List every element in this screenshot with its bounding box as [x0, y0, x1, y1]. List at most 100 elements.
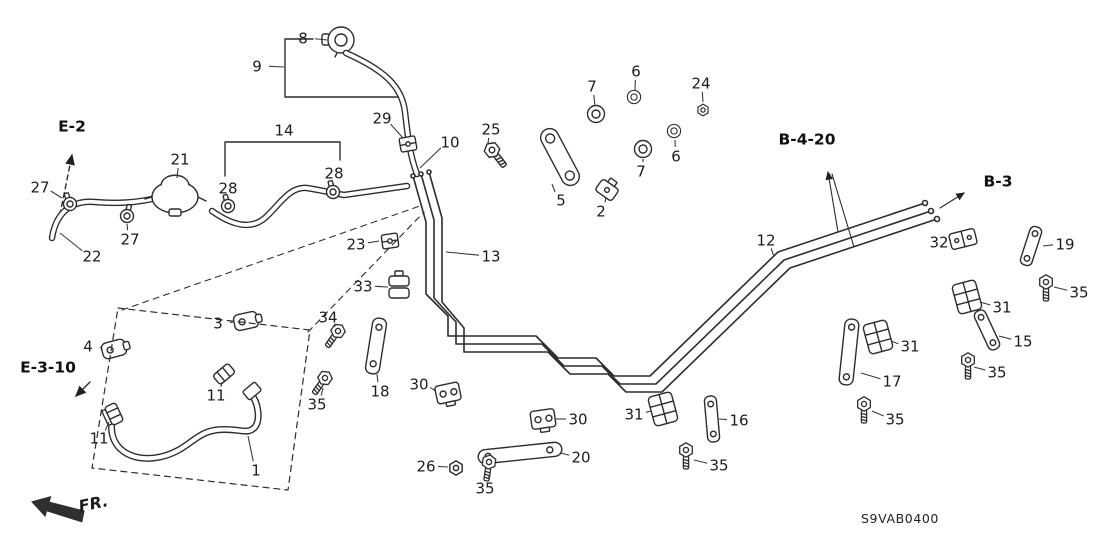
leader-line [693, 459, 708, 464]
part-number-label: 35 [1069, 284, 1088, 302]
part-number-label: 10 [440, 134, 459, 152]
leader-line [487, 137, 490, 145]
part-number-label: 25 [481, 121, 500, 139]
part-number-label: 31 [900, 338, 919, 356]
bracket-18 [364, 317, 388, 375]
part-number-label: 27 [120, 231, 139, 249]
ref-label-e-2: E-2 [58, 118, 86, 136]
bracket-15 [973, 309, 1001, 351]
leader-line [604, 196, 607, 203]
clamp-31-c [950, 278, 984, 316]
leader-line [390, 123, 404, 139]
link-5 [539, 127, 581, 187]
part-number-label: 3 [213, 315, 223, 333]
leader-line [860, 372, 881, 380]
clamp-30-b [529, 407, 558, 435]
clamp-33 [388, 270, 410, 299]
leader-line [890, 340, 899, 345]
part-number-label: 8 [298, 30, 308, 48]
part-number-label: 16 [729, 412, 748, 430]
part-number-label: 4 [83, 338, 93, 356]
hose-22 [48, 195, 156, 242]
leader-line [551, 183, 556, 193]
part-number-label: 2 [596, 203, 606, 221]
leader-line [367, 240, 380, 244]
leader-line [374, 285, 389, 288]
grommet-6-a [626, 89, 642, 105]
bracket-9-line [284, 38, 401, 98]
part-number-label: 28 [324, 165, 343, 183]
leader-line [979, 301, 991, 306]
leader-line [104, 421, 110, 431]
bolt-35-f [1038, 274, 1054, 302]
leader-line [1053, 286, 1068, 291]
clamp-3 [231, 309, 265, 333]
part-number-label: 7 [587, 78, 597, 96]
part-number-label: 29 [372, 110, 391, 128]
clamp-32 [948, 228, 978, 250]
leader-lines [50, 38, 1068, 480]
part-number-label: 17 [882, 373, 901, 391]
part-number-label: 35 [885, 411, 904, 429]
leader-line [247, 435, 254, 462]
bolt-35-e [961, 352, 975, 380]
bolt-35-d [857, 396, 871, 424]
leader-line [871, 410, 884, 417]
connector-11-a [211, 362, 237, 386]
part-number-label: 1 [251, 462, 261, 480]
part-number-label: 20 [571, 449, 590, 467]
leader-line [1042, 244, 1054, 247]
part-number-label: 13 [481, 248, 500, 266]
leader-line [220, 381, 223, 387]
bolt-25 [481, 138, 511, 172]
clamp-30-a [433, 381, 464, 409]
fr-label: FR. [77, 491, 110, 516]
leader-line [99, 346, 102, 349]
part-number-label: 28 [218, 180, 237, 198]
leader-line [59, 232, 83, 252]
leader-line [320, 387, 324, 396]
part-number-label: 9 [252, 58, 262, 76]
ref-label-b-4-20: B-4-20 [778, 131, 835, 149]
clamp-31-a [646, 390, 680, 428]
bolt-35-b [479, 453, 497, 483]
bracket-17 [838, 318, 860, 386]
leader-line [973, 366, 986, 371]
ref-label-b-3: B-3 [983, 173, 1012, 191]
part-number-label: 31 [992, 299, 1011, 317]
leader-line [50, 190, 63, 199]
part-number-label: 34 [318, 309, 337, 327]
diagram-code: S9VAB0400 [861, 511, 939, 526]
part-number-label: 24 [691, 75, 710, 93]
clamp-4 [99, 336, 133, 361]
grommet-7-b [633, 139, 653, 159]
part-number-label: 18 [370, 383, 389, 401]
b3-reference-line [939, 192, 965, 209]
connector-2 [595, 177, 619, 201]
hose-14 [208, 182, 411, 229]
leader-line [701, 91, 704, 103]
b420-reference-line-b [831, 173, 855, 248]
part-number-label: 35 [307, 396, 326, 414]
part-number-label: 12 [756, 232, 775, 250]
e310-dashed-leader-a [121, 205, 421, 311]
part-number-label: 7 [636, 163, 646, 181]
part-number-label: 22 [82, 248, 101, 266]
part-number-label: 30 [568, 411, 587, 429]
part-number-label: 33 [353, 278, 372, 296]
part-number-label: 31 [624, 406, 643, 424]
part-number-label: 15 [1013, 333, 1032, 351]
pump-8 [321, 26, 355, 58]
part-number-label: 11 [89, 430, 108, 448]
part-number-label: 35 [709, 457, 728, 475]
leader-line [645, 410, 652, 413]
clamp-31-b [861, 318, 895, 356]
part-number-label: 35 [987, 364, 1006, 382]
leader-line [314, 38, 328, 41]
leader-line [376, 373, 379, 383]
leader-line [437, 465, 449, 468]
part-number-label: 5 [556, 192, 566, 210]
leader-line [770, 247, 775, 258]
